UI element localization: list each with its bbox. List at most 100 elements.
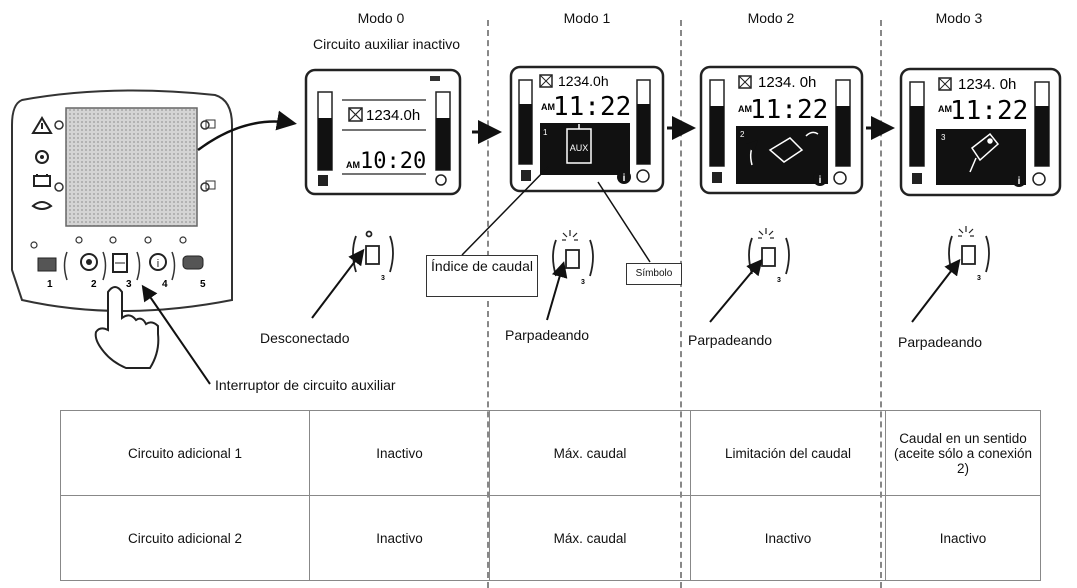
switch-indicator-off-icon [352,230,394,273]
glow-plug-icon [31,201,53,210]
mode-1-am: AM [541,102,555,112]
mode-2-hours: 1234. 0h [758,74,816,91]
fuel-icon-1 [521,170,531,181]
warning-triangle-icon [31,116,53,134]
fuel-icon-3 [912,173,922,184]
mode-0-subtitle: Circuito auxiliar inactivo [313,36,461,52]
info-icon-2: i [813,172,827,186]
switch-number-5: 5 [200,279,206,290]
table-row: Circuito adicional 1 Inactivo Máx. cauda… [60,410,1041,496]
mode-0-am: AM [346,160,360,170]
parpadeando-label-1: Parpadeando [505,327,590,343]
mode-2-label: Modo 2 [747,10,795,26]
battery-icon [33,174,51,187]
display-mode-3: i [899,67,1062,197]
switch-1-icon [37,257,57,272]
table-cell: Caudal en un sentido (aceite sólo a cone… [885,410,1041,496]
mode-table: Circuito adicional 1 Inactivo Máx. cauda… [60,410,1041,581]
svg-text:i: i [157,258,159,270]
arrow-switch [141,284,211,385]
switch-5-icon [182,255,204,270]
table-cell: Inactivo [309,495,490,581]
mode-3-am: AM [938,104,952,114]
indicator-number-0: 3 [381,275,385,282]
pointing-hand-icon [94,286,160,369]
mode-1-label: Modo 1 [563,10,611,26]
hourmeter-icon-1 [539,74,553,88]
mode-1-time: 11:22 [553,92,631,122]
table-cell: Máx. caudal [489,410,691,496]
hourmeter-icon-3 [938,77,952,91]
info-icon-1: i [617,170,631,184]
line-symbol [597,181,651,263]
switch-4-icon: i [149,253,167,271]
line-index [461,166,549,256]
parpadeando-label-2: Parpadeando [688,332,773,348]
arrow-parpadeando-3 [911,258,961,323]
mode-0-label: Modo 0 [357,10,405,26]
fuel-icon-2 [712,172,722,183]
separator-2 [680,20,682,588]
diagram-graphics: i 1 2 3 4 5 1234.0h AM 10:20 [11,65,1062,385]
arrow-parpadeando-2 [709,258,763,323]
table-cell: Circuito adicional 2 [60,495,310,581]
aux-switch-label: Interruptor de circuito auxiliar [215,377,396,393]
svg-text:i: i [1018,176,1021,187]
hourmeter-icon-0 [348,107,363,122]
display-mode-0 [304,68,462,196]
temperature-icon-1 [636,169,650,183]
table-cell: Circuito adicional 1 [60,410,310,496]
fuel-icon-0 [318,175,328,186]
switch-indicator-blink-icon-1 [552,230,594,277]
indicator-number-1: 3 [581,279,585,286]
switch-number-1: 1 [47,279,53,290]
hourmeter-icon-2 [738,75,752,89]
mode-3-hours: 1234. 0h [958,76,1016,93]
switch-number-4: 4 [162,279,168,290]
mode-2-time: 11:22 [750,95,828,125]
mode-3-time: 11:22 [950,96,1028,126]
switch-3-aux-icon [112,253,128,273]
display-mode-1: i [509,65,665,193]
mode-1-index: 1 [543,128,548,137]
mode-0-hours: 1234.0h [366,107,420,124]
arrow-desconectado [311,248,365,319]
desconectado-label: Desconectado [260,330,350,346]
table-cell: Inactivo [885,495,1041,581]
table-cell: Limitación del caudal [690,410,886,496]
svg-text:i: i [819,175,822,186]
separator-3 [880,20,882,588]
svg-text:i: i [623,173,626,184]
parpadeando-label-3: Parpadeando [898,334,983,350]
symbol-label: Símbolo [626,263,682,285]
switch-number-2: 2 [91,279,97,290]
table-row: Circuito adicional 2 Inactivo Máx. cauda… [60,495,1041,581]
flow-limit-symbol-icon [745,131,819,166]
display-mode-2: i [699,65,864,195]
mode-3-index: 3 [941,133,946,142]
info-icon-3: i [1012,173,1026,187]
mode-2-am: AM [738,104,752,114]
arrow-parpadeando-1 [546,261,568,321]
indicator-number-3: 3 [977,275,981,282]
mode-2-index: 2 [740,130,745,139]
table-cell: Inactivo [690,495,886,581]
temperature-icon-0 [435,174,447,186]
switch-number-3: 3 [126,279,132,290]
aux-symbol-icon [566,124,592,164]
table-cell: Máx. caudal [489,495,691,581]
engine-oil-icon [35,150,49,164]
panel-to-display-arrow [197,110,297,152]
flow-index-label: Índice de caudal [426,255,538,297]
temperature-icon-3 [1032,172,1046,186]
panel-screen [65,107,198,227]
table-cell: Inactivo [309,410,490,496]
temperature-icon-2 [833,171,847,185]
one-way-flow-symbol-icon [969,132,1000,173]
aux-text: AUX [570,143,589,153]
mode-3-label: Modo 3 [935,10,983,26]
mode-1-hours: 1234.0h [558,73,609,89]
indicator-number-2: 3 [777,277,781,284]
separator-1 [487,20,489,588]
mode-0-time: 10:20 [360,149,426,174]
